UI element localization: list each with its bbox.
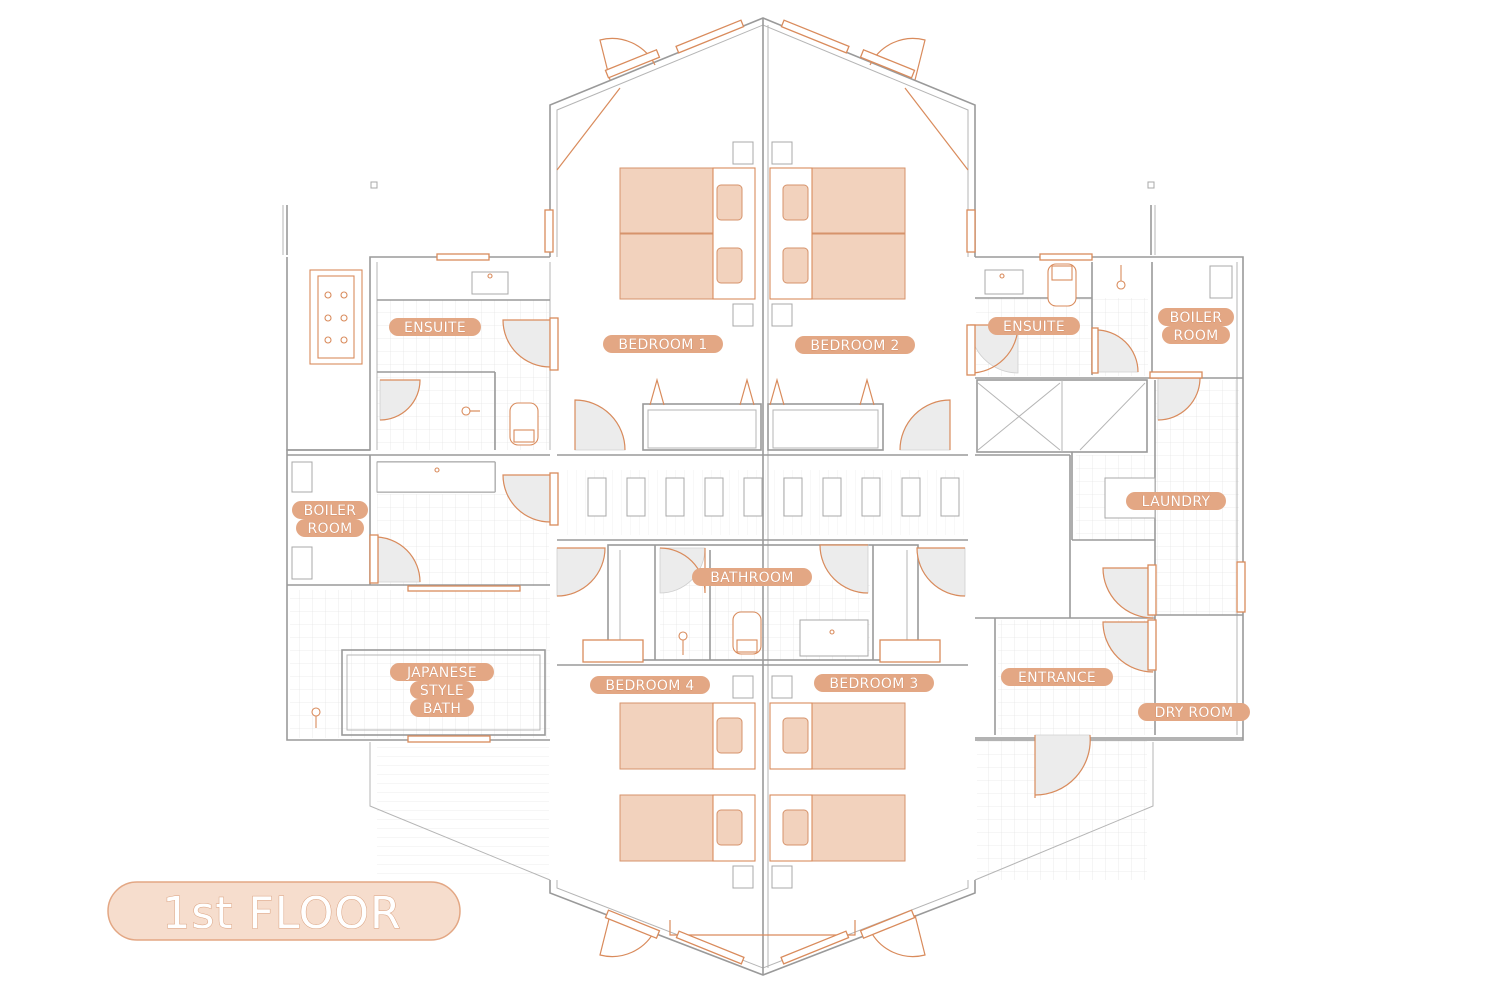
label-boiler-room-right: BOILER ROOM [1158, 308, 1234, 344]
floor-badge: 1st FLOOR [107, 881, 461, 941]
svg-text:BOILER: BOILER [1170, 310, 1223, 326]
svg-text:BATH: BATH [423, 701, 461, 717]
corridor-closets [587, 477, 960, 517]
svg-text:ENSUITE: ENSUITE [1003, 319, 1065, 335]
svg-text:BOILER: BOILER [304, 503, 357, 519]
svg-text:BEDROOM 1: BEDROOM 1 [618, 337, 707, 353]
svg-text:JAPANESE: JAPANESE [406, 665, 477, 681]
label-bathroom: BATHROOM [692, 568, 812, 586]
svg-text:ROOM: ROOM [1173, 328, 1218, 344]
windows [369, 19, 1246, 965]
label-bedroom-2: BEDROOM 2 [795, 336, 915, 354]
svg-text:LAUNDRY: LAUNDRY [1142, 494, 1211, 510]
label-dry-room: DRY ROOM [1138, 703, 1250, 721]
svg-text:STYLE: STYLE [420, 683, 464, 699]
svg-text:BEDROOM 3: BEDROOM 3 [829, 676, 918, 692]
wardrobe-hangers [649, 377, 875, 406]
room-labels: ENSUITE ENSUITE BEDROOM 1 BEDROOM 2 BOIL… [292, 308, 1250, 721]
label-japanese-style-bath: JAPANESE STYLE BATH [390, 663, 494, 717]
label-boiler-room-left: BOILER ROOM [292, 501, 368, 537]
label-bedroom-4: BEDROOM 4 [590, 676, 710, 694]
svg-text:DRY ROOM: DRY ROOM [1155, 705, 1234, 721]
beds [619, 141, 906, 889]
svg-text:ENTRANCE: ENTRANCE [1018, 670, 1096, 686]
label-entrance: ENTRANCE [1001, 668, 1113, 686]
label-bedroom-1: BEDROOM 1 [603, 335, 723, 353]
svg-text:BEDROOM 2: BEDROOM 2 [810, 338, 899, 354]
svg-text:ENSUITE: ENSUITE [404, 320, 466, 336]
svg-text:BEDROOM 4: BEDROOM 4 [605, 678, 694, 694]
floor-title: 1st FLOOR [162, 888, 401, 939]
label-laundry: LAUNDRY [1126, 492, 1226, 510]
svg-text:ROOM: ROOM [307, 521, 352, 537]
label-bedroom-3: BEDROOM 3 [814, 674, 934, 692]
label-ensuite-left: ENSUITE [389, 318, 481, 336]
doors [374, 37, 1201, 958]
label-ensuite-right: ENSUITE [988, 317, 1080, 335]
fixtures [291, 181, 1233, 728]
svg-text:BATHROOM: BATHROOM [710, 570, 793, 586]
